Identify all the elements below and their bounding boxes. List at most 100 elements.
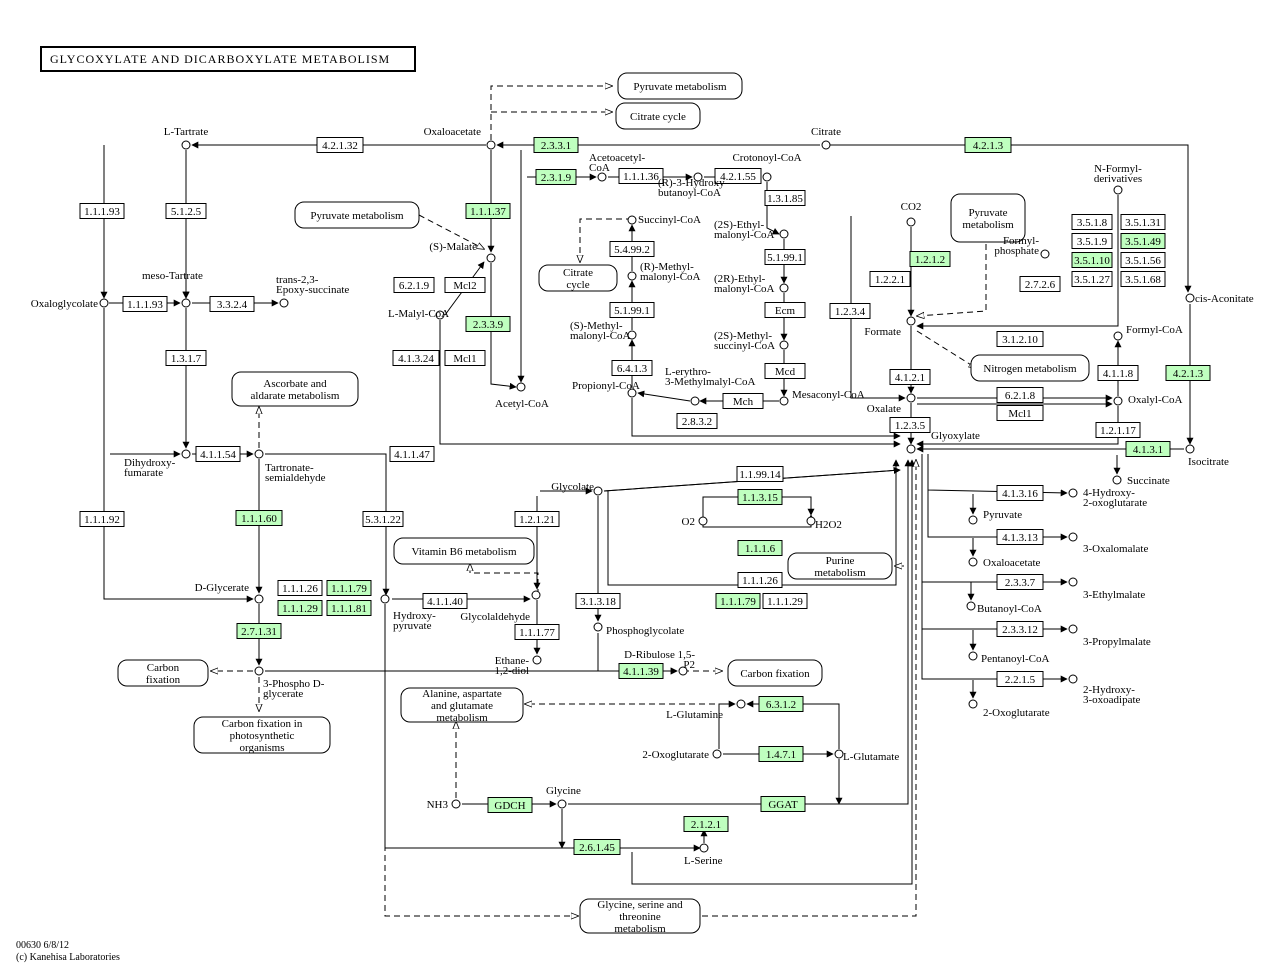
enzyme-5-1-2-5[interactable]: 5.1.2.5	[165, 203, 207, 219]
enzyme-3-5-1-8[interactable]: 3.5.1.8	[1071, 214, 1113, 230]
pathway-carbon-fixation[interactable]: Carbon fixation	[727, 659, 823, 687]
enzyme-5-3-1-22[interactable]: 5.3.1.22	[362, 511, 404, 527]
enzyme-1-1-1-6[interactable]: 1.1.1.6	[737, 540, 783, 556]
enzyme-1-1-1-29[interactable]: 1.1.1.29	[277, 600, 323, 616]
enzyme-1-2-1-17[interactable]: 1.2.1.17	[1095, 422, 1141, 438]
compound-glycine[interactable]	[557, 799, 567, 809]
enzyme-mcl2[interactable]: Mcl2	[444, 277, 486, 293]
enzyme-1-1-1-37[interactable]: 1.1.1.37	[465, 203, 511, 219]
enzyme-3-5-1-10[interactable]: 3.5.1.10	[1071, 252, 1113, 268]
pathway-vitamin-b6-metabolism[interactable]: Vitamin B6 metabolism	[393, 537, 535, 565]
compound-2-oxoglutarate[interactable]	[968, 699, 978, 709]
enzyme-1-1-3-15[interactable]: 1.1.3.15	[737, 489, 783, 505]
enzyme-6-3-1-2[interactable]: 6.3.1.2	[758, 696, 804, 712]
compound-trans-2-3-epoxy-succinate[interactable]	[279, 298, 289, 308]
enzyme-5-1-99-1[interactable]: 5.1.99.1	[609, 302, 655, 318]
compound-glyoxylate[interactable]	[906, 444, 916, 454]
enzyme-1-1-1-79[interactable]: 1.1.1.79	[326, 580, 372, 596]
enzyme-1-2-1-2[interactable]: 1.2.1.2	[909, 251, 951, 267]
compound-formyl-coa[interactable]	[1113, 331, 1123, 341]
compound-nh3[interactable]	[451, 799, 461, 809]
enzyme-1-1-1-29[interactable]: 1.1.1.29	[762, 593, 808, 609]
compound-oxaloacetate[interactable]	[968, 557, 978, 567]
compound-o2[interactable]	[698, 516, 708, 526]
compound-succinyl-coa[interactable]	[627, 215, 637, 225]
compound-acetoacetyl-coa[interactable]	[597, 172, 607, 182]
enzyme-3-5-1-27[interactable]: 3.5.1.27	[1071, 271, 1113, 287]
compound-r-methyl-malonyl-coa[interactable]	[627, 271, 637, 281]
enzyme-4-1-3-16[interactable]: 4.1.3.16	[996, 485, 1044, 501]
enzyme-3-3-2-4[interactable]: 3.3.2.4	[209, 296, 255, 312]
enzyme-ggat[interactable]: GGAT	[760, 796, 806, 812]
enzyme-gdch[interactable]: GDCH	[487, 797, 533, 813]
enzyme-2-7-1-31[interactable]: 2.7.1.31	[236, 623, 282, 639]
compound-pentanoyl-coa[interactable]	[968, 651, 978, 661]
enzyme-4-2-1-3[interactable]: 4.2.1.3	[1165, 365, 1211, 381]
compound-s-malate[interactable]	[486, 253, 496, 263]
compound-3-phospho-d-glycerate[interactable]	[254, 666, 264, 676]
compound-tartronate-semialdehyde[interactable]	[254, 449, 264, 459]
enzyme-2-8-3-2[interactable]: 2.8.3.2	[676, 413, 718, 429]
enzyme-mcd[interactable]: Mcd	[764, 363, 806, 379]
compound-propionyl-coa[interactable]	[627, 388, 637, 398]
enzyme-1-1-99-14[interactable]: 1.1.99.14	[736, 466, 784, 482]
compound-n-formyl-derivatives[interactable]	[1113, 185, 1123, 195]
enzyme-1-1-1-26[interactable]: 1.1.1.26	[737, 572, 783, 588]
compound-3-oxalomalate[interactable]	[1068, 532, 1078, 542]
compound-oxaloglycolate[interactable]	[99, 298, 109, 308]
compound-l-serine[interactable]	[699, 843, 709, 853]
compound-cis-aconitate[interactable]	[1185, 293, 1195, 303]
compound-co2[interactable]	[906, 217, 916, 227]
enzyme-2-7-2-6[interactable]: 2.7.2.6	[1019, 276, 1061, 292]
enzyme-1-1-1-79[interactable]: 1.1.1.79	[715, 593, 761, 609]
enzyme-2-3-3-1[interactable]: 2.3.3.1	[533, 137, 579, 153]
enzyme-3-5-1-56[interactable]: 3.5.1.56	[1120, 252, 1166, 268]
enzyme-3-5-1-68[interactable]: 3.5.1.68	[1120, 271, 1166, 287]
compound-hydroxy-pyruvate[interactable]	[380, 594, 390, 604]
enzyme-1-1-1-26[interactable]: 1.1.1.26	[277, 580, 323, 596]
enzyme-2-3-3-7[interactable]: 2.3.3.7	[996, 574, 1044, 590]
enzyme-3-1-2-10[interactable]: 3.1.2.10	[996, 331, 1044, 347]
enzyme-1-1-1-77[interactable]: 1.1.1.77	[514, 624, 560, 640]
enzyme-1-3-1-85[interactable]: 1.3.1.85	[764, 190, 806, 206]
compound-glycolate[interactable]	[593, 486, 603, 496]
compound-oxalate[interactable]	[906, 393, 916, 403]
enzyme-4-1-3-1[interactable]: 4.1.3.1	[1125, 441, 1171, 457]
enzyme-4-2-1-55[interactable]: 4.2.1.55	[714, 168, 762, 184]
enzyme-4-1-1-40[interactable]: 4.1.1.40	[422, 593, 468, 609]
compound-acetyl-coa[interactable]	[516, 382, 526, 392]
compound-citrate[interactable]	[821, 140, 831, 150]
compound-r-3-hydroxy-butanoyl-coa[interactable]	[693, 172, 703, 182]
enzyme-5-1-99-1[interactable]: 5.1.99.1	[764, 249, 806, 265]
enzyme-6-2-1-8[interactable]: 6.2.1.8	[996, 387, 1044, 403]
enzyme-mch[interactable]: Mch	[722, 393, 764, 409]
enzyme-1-2-3-4[interactable]: 1.2.3.4	[829, 303, 871, 319]
compound-l-glutamate[interactable]	[834, 749, 844, 759]
enzyme-1-2-2-1[interactable]: 1.2.2.1	[869, 271, 911, 287]
compound-succinate[interactable]	[1112, 475, 1122, 485]
compound-2s-methyl-succinyl-coa[interactable]	[779, 340, 789, 350]
compound-4-hydroxy-2-oxoglutarate[interactable]	[1068, 488, 1078, 498]
enzyme-1-1-1-60[interactable]: 1.1.1.60	[235, 510, 283, 526]
enzyme-4-1-1-54[interactable]: 4.1.1.54	[195, 446, 241, 462]
enzyme-6-2-1-9[interactable]: 6.2.1.9	[393, 277, 435, 293]
compound-ethane-1-2-diol[interactable]	[532, 655, 542, 665]
enzyme-ecm[interactable]: Ecm	[764, 302, 806, 318]
compound-2r-ethyl-malonyl-coa[interactable]	[779, 283, 789, 293]
compound-d-glycerate[interactable]	[254, 594, 264, 604]
compound-oxalyl-coa[interactable]	[1113, 396, 1123, 406]
compound-3-ethylmalate[interactable]	[1068, 577, 1078, 587]
enzyme-3-5-1-31[interactable]: 3.5.1.31	[1120, 214, 1166, 230]
compound-mesaconyl-coa[interactable]	[779, 396, 789, 406]
pathway-pyruvate-metabolism[interactable]: Pyruvate metabolism	[294, 201, 420, 229]
enzyme-mcl1[interactable]: Mcl1	[444, 350, 486, 366]
compound-l-malyl-coa[interactable]	[435, 310, 445, 320]
